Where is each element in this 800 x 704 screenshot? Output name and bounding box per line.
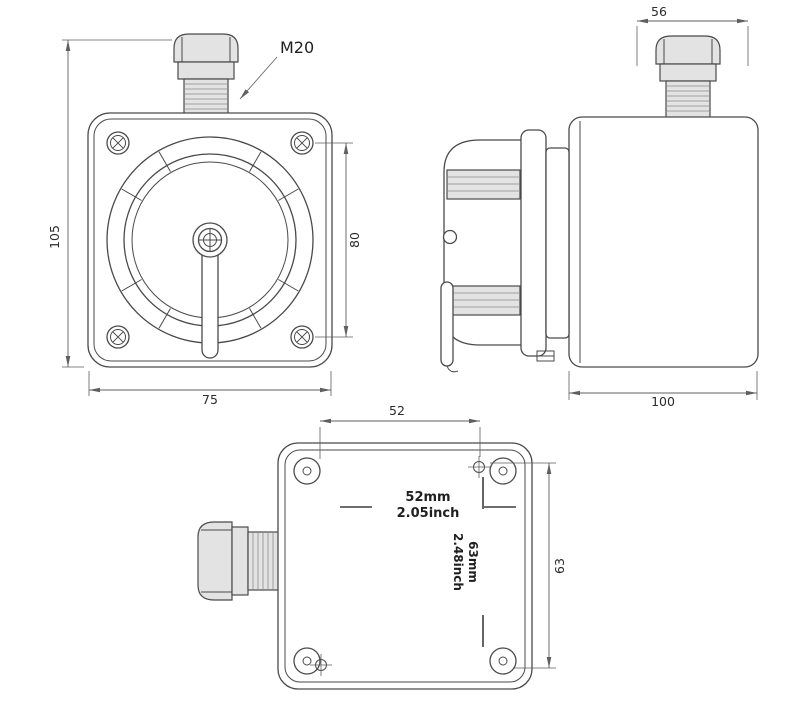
dial-assembly	[106, 136, 314, 359]
center-phillips-cross-icon	[199, 229, 221, 251]
rib-band-top	[446, 169, 521, 200]
dimension-text: 63	[552, 558, 567, 574]
extension-lines	[62, 39, 172, 368]
gland-thread-hatch	[185, 83, 227, 110]
corner-screw-top-right	[290, 131, 314, 155]
dimension-text: 56	[651, 4, 667, 19]
gland-cap	[655, 35, 721, 65]
dial-tick-marks	[121, 151, 299, 329]
enclosure-back-outline	[277, 442, 533, 690]
boss-outer	[293, 457, 321, 485]
dimension-text: 80	[347, 232, 362, 248]
switch-lever	[201, 239, 219, 359]
enclosure-back-inner	[284, 449, 526, 683]
corner-screw-top-left	[106, 131, 130, 155]
gland-collar	[231, 526, 249, 596]
phillips-cross-icon	[112, 331, 124, 343]
shaft-end	[442, 229, 458, 245]
corner-boss-bottom-right	[489, 647, 517, 675]
rib-band-bottom	[446, 285, 521, 316]
corner-screw-bottom-right	[290, 325, 314, 349]
enclosure-side-outline	[568, 116, 759, 368]
boss-center	[498, 656, 508, 666]
boss-outer	[293, 647, 321, 675]
boss-center	[498, 466, 508, 476]
screw-outer	[106, 131, 130, 155]
bottom-screw-tab	[536, 350, 555, 362]
gland-cap	[173, 33, 239, 63]
extension-lines	[636, 26, 749, 66]
dimension-depth: 100	[568, 371, 758, 409]
spacing-inch-text: 2.05inch	[397, 506, 460, 521]
crosshair-icon	[310, 654, 332, 676]
spacing-mm-text: 63mm	[466, 541, 480, 583]
spacing-inch-text: 2.48inch	[451, 533, 465, 591]
spacing-label-vertical: 63mm 2.48inch	[451, 533, 480, 591]
bottom-view: 52mm 2.05inch 63mm 2.48inch 52 63	[197, 403, 567, 690]
lever-hook	[446, 365, 459, 373]
screw-outer	[106, 325, 130, 349]
screw-outer	[290, 325, 314, 349]
gland-thread	[183, 78, 229, 115]
dimension-hole-spacing-vertical: 63	[490, 462, 567, 669]
dimension-width: 75	[88, 371, 332, 407]
gland-thread	[665, 80, 711, 119]
gland-size-callout: M20	[239, 38, 314, 100]
dimension-text: 52	[389, 403, 405, 418]
screw-inner	[110, 135, 126, 151]
mounting-hole-bottom-left	[310, 654, 332, 676]
dial-housing-side	[440, 139, 523, 373]
dimension-hole-spacing-vertical: 80	[315, 142, 362, 338]
gland-thread-hatch	[667, 85, 709, 112]
screw-outer	[290, 131, 314, 155]
switch-lever-side	[440, 281, 454, 367]
corner-boss-top-right	[489, 457, 517, 485]
phillips-cross-icon	[296, 137, 308, 149]
gland-collar	[659, 63, 717, 82]
extension-lines	[319, 427, 481, 459]
crosshair-icon	[468, 456, 490, 478]
cable-gland-bottom	[197, 521, 280, 601]
flange-plate-inner	[545, 147, 570, 339]
cable-gland-side	[655, 35, 721, 119]
dimension-text: 100	[651, 394, 675, 409]
gland-cap-facets	[181, 37, 231, 62]
rib-band-bottom-hatch	[447, 292, 520, 308]
spacing-mm-text: 52mm	[405, 490, 450, 505]
gland-cap-facets	[663, 39, 713, 64]
dimension-gland-width: 56	[636, 4, 749, 66]
dimension-text: 105	[47, 225, 62, 249]
side-view: 56 100	[440, 4, 759, 409]
dimension-text: 75	[202, 392, 218, 407]
spacing-label-horizontal: 52mm 2.05inch	[397, 490, 460, 521]
flange-plate-outer	[520, 129, 547, 357]
mounting-hole-top-right	[468, 456, 490, 478]
gland-collar	[177, 61, 235, 80]
screw-inner	[110, 329, 126, 345]
screw-inner	[294, 135, 310, 151]
gland-cap-facets	[201, 529, 232, 593]
corner-screw-bottom-left	[106, 325, 130, 349]
gland-cap	[197, 521, 233, 601]
gland-thread-hatch	[252, 533, 274, 589]
screw-inner	[294, 329, 310, 345]
slot-markings	[340, 477, 516, 647]
enclosure-front-inner	[93, 118, 327, 362]
phillips-cross-icon	[296, 331, 308, 343]
boss-outer	[489, 647, 517, 675]
boss-center	[302, 466, 312, 476]
front-view: 105 80 75 M20	[47, 33, 362, 407]
gland-size-label: M20	[280, 38, 314, 57]
boss-outer	[489, 457, 517, 485]
dimension-overall-height: 105	[47, 39, 172, 368]
corner-boss-bottom-left	[293, 647, 321, 675]
cable-gland-front	[173, 33, 239, 115]
dimension-hole-spacing-horizontal: 52	[319, 403, 481, 459]
rib-band-top-hatch	[447, 176, 520, 192]
phillips-cross-icon	[112, 137, 124, 149]
corner-boss-top-left	[293, 457, 321, 485]
leader-line	[239, 56, 278, 100]
boss-center	[302, 656, 312, 666]
